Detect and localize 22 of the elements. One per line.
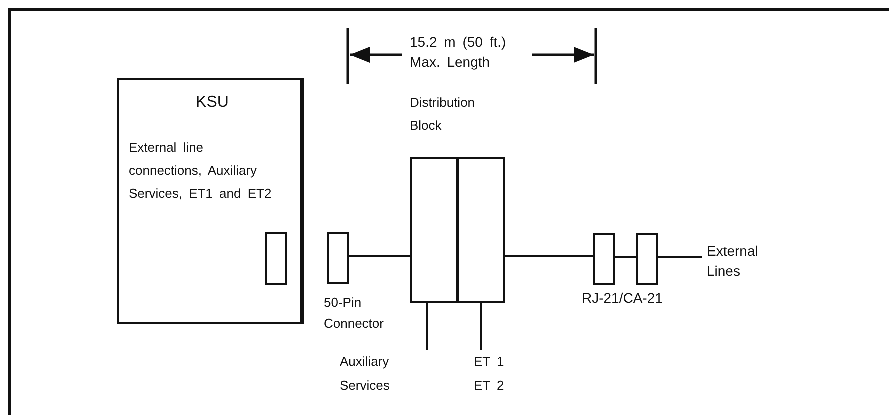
connector-label: RJ-21/CA-21	[582, 289, 664, 308]
connector-label: 50-Pin Connector	[324, 294, 385, 333]
block-title: Distribution Block	[410, 94, 476, 135]
connector-block	[593, 233, 615, 285]
unit-box	[117, 78, 304, 324]
terminal-column	[457, 157, 505, 303]
connector-block	[636, 233, 658, 285]
wire	[349, 255, 410, 257]
et-label: ET 2	[474, 377, 506, 395]
terminal-column	[265, 232, 287, 285]
auxiliary-services-label: Auxiliary Services	[340, 353, 391, 395]
external-lines-label: External Lines	[707, 242, 760, 281]
wire	[658, 256, 702, 258]
wire	[505, 255, 593, 257]
et-label: ET 1	[474, 353, 506, 371]
wire	[426, 303, 428, 350]
dimension-label: 15.2 m (50 ft.) Max. Length	[410, 33, 508, 72]
wire	[615, 256, 636, 258]
unit-description: External line connections, Auxiliary Services, ET1 and ET2	[129, 139, 273, 203]
unit-title: KSU	[195, 93, 230, 113]
wire	[480, 303, 482, 350]
terminal-column	[410, 157, 458, 303]
